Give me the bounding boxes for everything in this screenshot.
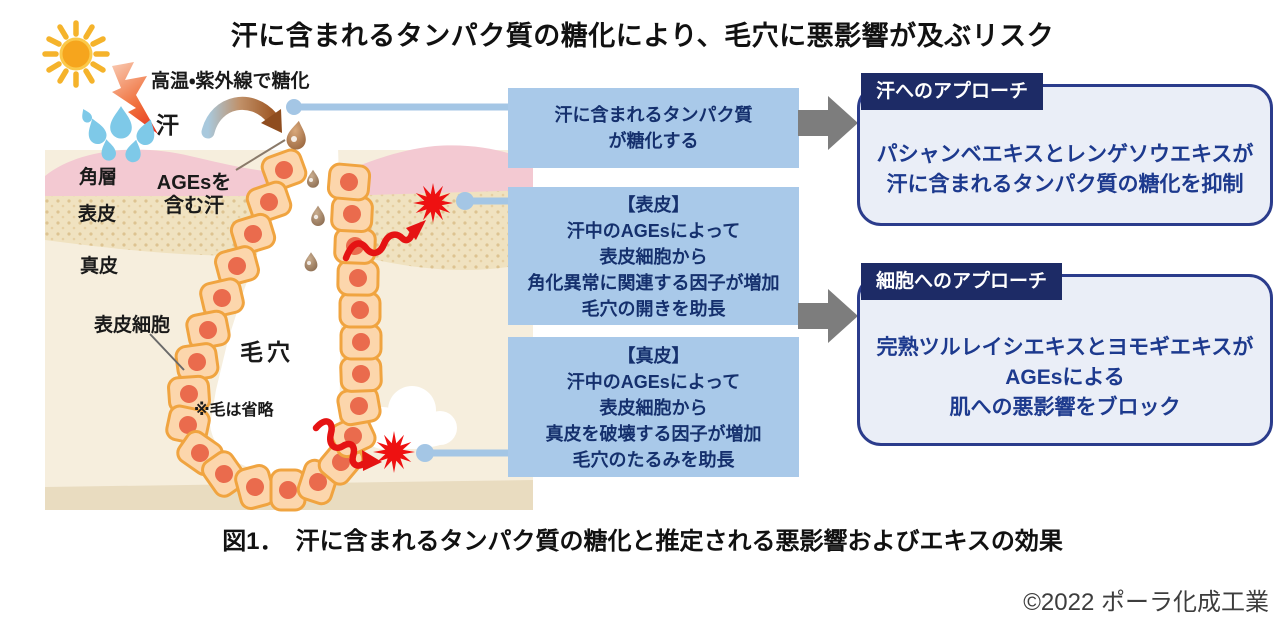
process-box-line: が糖化する bbox=[608, 131, 699, 151]
process-box-line: 表皮細胞から bbox=[599, 247, 708, 267]
uv-lightning-icon bbox=[112, 62, 158, 134]
cell-label-pointer-line bbox=[149, 333, 185, 371]
ages-label-pointer-line bbox=[235, 139, 286, 171]
skin-cross-section-illustration bbox=[42, 20, 533, 512]
approach-box-line: 完熟ツルレイシエキスとヨモギエキスが bbox=[876, 336, 1254, 359]
ages-sweat-label-line: 含む汗 bbox=[164, 195, 224, 217]
process-box-dermis: 【真皮】 汗中のAGEsによって 表皮細胞から 真皮を破壊する因子が増加 毛穴の… bbox=[508, 337, 799, 477]
process-box-line: 汗中のAGEsによって bbox=[566, 221, 741, 241]
hair-omitted-note: ※毛は省略 bbox=[194, 402, 274, 419]
process-box-line: 【真皮】 bbox=[617, 346, 690, 366]
process-box-line: 【表皮】 bbox=[617, 195, 690, 215]
process-box-line: 表皮細胞から bbox=[599, 398, 708, 418]
arrow-right-icon bbox=[798, 289, 858, 343]
approach-box-line: AGEsによる bbox=[1005, 366, 1125, 389]
figure-caption: 図1． 汗に含まれるタンパク質の糖化と推定される悪影響およびエキスの効果 bbox=[222, 528, 1063, 555]
ages-sweat-label: AGEsを 含む汗 bbox=[148, 172, 240, 218]
ages-sweat-label-line: AGEsを bbox=[156, 172, 232, 194]
ages-drop-icon bbox=[304, 169, 325, 272]
process-box-line: 角化異常に関連する因子が増加 bbox=[527, 273, 780, 293]
copyright-text: ©2022 ポーラ化成工業 bbox=[1023, 589, 1269, 616]
sweat-label: 汗 bbox=[156, 112, 179, 138]
sun-icon bbox=[42, 20, 110, 88]
glycation-cause-label: 高温・紫外線で糖化 bbox=[151, 71, 310, 92]
connector-dot bbox=[286, 99, 474, 462]
stratum-corneum-label: 角層 bbox=[79, 167, 118, 188]
pore-label: 毛穴 bbox=[240, 339, 294, 365]
process-box-line: 真皮を破壊する因子が増加 bbox=[545, 424, 762, 444]
page-title: 汗に含まれるタンパク質の糖化により、毛穴に悪影響が及ぶリスク bbox=[230, 21, 1055, 51]
damage-signal-arrowhead bbox=[362, 450, 382, 471]
arrow-right-icon bbox=[798, 96, 858, 150]
approach-tag-cell: 細胞へのアプローチ bbox=[861, 263, 1063, 300]
approach-box-line: 肌への悪影響をブロック bbox=[949, 396, 1181, 419]
damage-signal-arrowhead bbox=[406, 220, 426, 240]
damage-signal-arrow-icon bbox=[312, 230, 416, 469]
glycation-arrow-icon bbox=[201, 96, 282, 139]
pore-cavity bbox=[210, 146, 341, 478]
process-box-line: 毛穴のたるみを助長 bbox=[572, 450, 735, 470]
epidermal-cell-label: 表皮細胞 bbox=[94, 315, 171, 336]
approach-tag-sweat: 汗へのアプローチ bbox=[861, 73, 1044, 110]
approach-box-line: 汗に含まれるタンパク質の糖化を抑制 bbox=[886, 173, 1244, 196]
pore-cells bbox=[165, 148, 383, 512]
process-box-line: 汗に含まれるタンパク質 bbox=[554, 105, 753, 125]
process-box-line: 汗中のAGEsによって bbox=[566, 372, 741, 392]
process-box-line: 毛穴の開きを助長 bbox=[581, 299, 726, 319]
damage-burst-icon bbox=[373, 183, 453, 473]
epidermis-label: 表皮 bbox=[78, 204, 117, 225]
process-box-epidermis: 【表皮】 汗中のAGEsによって 表皮細胞から 角化異常に関連する因子が増加 毛… bbox=[508, 187, 799, 325]
process-box-sweat-glycation: 汗に含まれるタンパク質 が糖化する bbox=[508, 88, 799, 168]
dermis-label: 真皮 bbox=[80, 256, 119, 277]
glycated-sweat-drop-icon bbox=[285, 119, 309, 151]
approach-box-cell: 完熟ツルレイシエキスとヨモギエキスが AGEsによる 肌への悪影響をブロック bbox=[857, 274, 1273, 446]
approach-box-line: パシャンベエキスとレンゲソウエキスが bbox=[876, 143, 1254, 166]
